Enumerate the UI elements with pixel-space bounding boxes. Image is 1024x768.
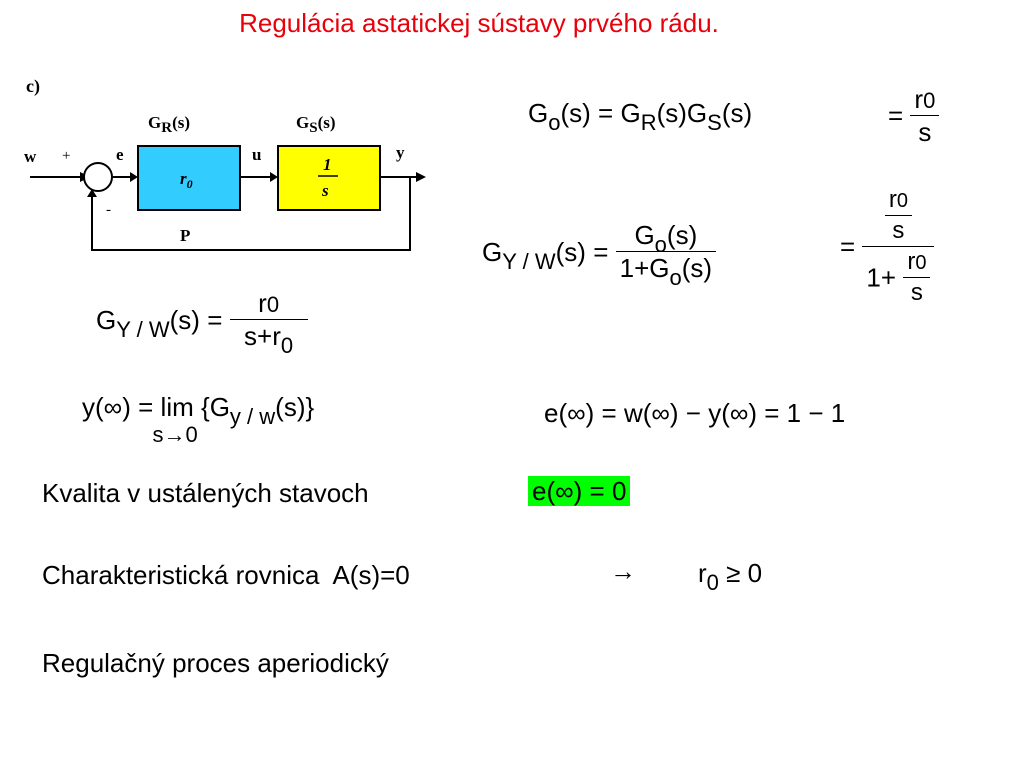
- quality-label: Kvalita v ustálených stavoch: [42, 478, 369, 508]
- controller-block: [137, 145, 241, 211]
- block-diagram: c) GR(s) GS(s) w + - e r0 u 1 s y P: [24, 76, 426, 251]
- stability-condition: r0 ≥ 0: [698, 558, 763, 595]
- summing-junction: [83, 162, 113, 192]
- signal-u-label: u: [252, 145, 261, 164]
- signal-y-label: y: [396, 143, 405, 162]
- equation-final-value: y(∞) = lim s→0 {Gy / w(s)}: [82, 392, 315, 447]
- equation-open-loop: Go(s) = GR(s)GS(s): [528, 98, 753, 135]
- characteristic-equation-label: Charakteristická rovnica A(s)=0: [42, 560, 410, 590]
- quality-result-highlight: e(∞) = 0: [528, 476, 631, 506]
- signal-w-label: w: [24, 147, 37, 166]
- equation-open-loop-result: = r0 s: [888, 86, 940, 145]
- controller-gain: r0: [180, 169, 193, 191]
- equation-steady-state-error: e(∞) = w(∞) − y(∞) = 1 − 1: [544, 398, 846, 428]
- equation-closed-loop-result: GY / W(s) = r0 s+r0: [96, 290, 308, 357]
- process-type-label: Regulačný proces aperiodický: [42, 648, 389, 678]
- slide-title: Regulácia astatickej sústavy prvého rádu…: [239, 8, 719, 38]
- equation-closed-loop-general: GY / W(s) = Go(s) 1+Go(s): [482, 222, 717, 289]
- control-arrowhead: [270, 172, 278, 182]
- feedback-line: [91, 177, 411, 251]
- error-arrowhead: [130, 172, 138, 182]
- gr-label: GR(s): [148, 113, 190, 136]
- diagram-label-c: c): [26, 76, 40, 97]
- sum-minus-sign: -: [106, 202, 111, 218]
- feedback-label-p: P: [180, 226, 190, 245]
- output-arrowhead: [416, 172, 426, 182]
- signal-e-label: e: [116, 145, 124, 164]
- feedback-arrowhead: [87, 189, 97, 197]
- plant-numerator: 1: [323, 155, 332, 174]
- sum-plus-sign: +: [62, 148, 70, 164]
- plant-denominator: s: [321, 181, 329, 200]
- implication-arrow: →: [610, 556, 636, 586]
- gs-label: GS(s): [296, 113, 336, 136]
- equation-closed-loop-substituted: = r0 s 1+ r0 s: [840, 188, 935, 305]
